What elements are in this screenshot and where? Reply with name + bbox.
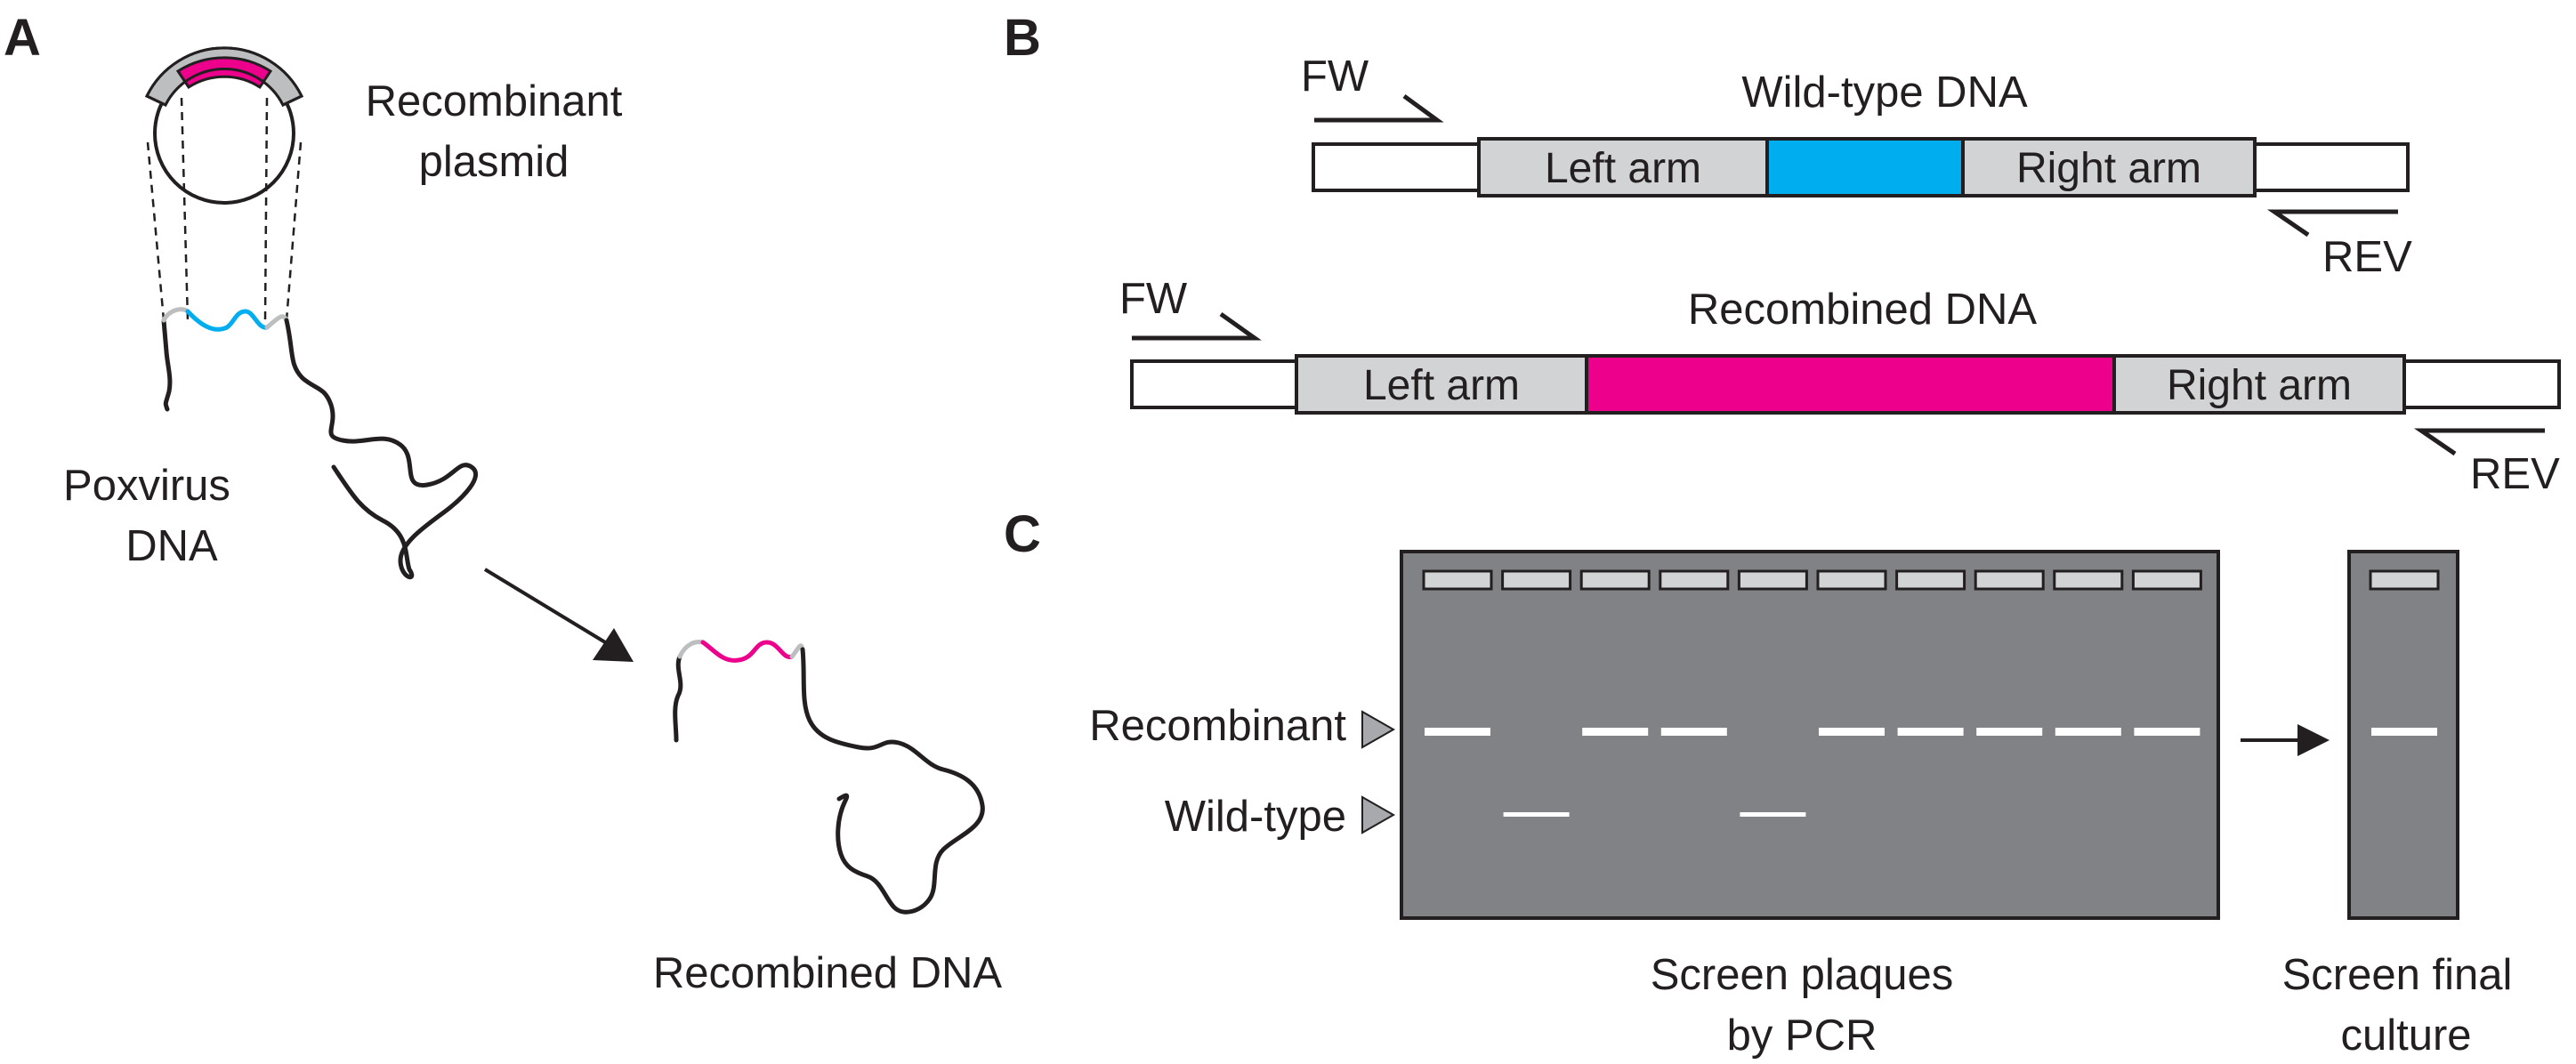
- screen-lane-band-10-recombinant: [2134, 728, 2201, 736]
- wild-type-rev-primer: [2266, 209, 2398, 238]
- recombined-right-arm-label: Right arm: [2167, 362, 2352, 409]
- recombined-construct: Recombined DNA FW Left arm Right arm REV: [1119, 275, 2561, 498]
- wild-type-rev-label: REV: [2322, 233, 2412, 281]
- screen-lane-well-7: [1895, 569, 1966, 591]
- panel-label-b: B: [1004, 9, 1041, 67]
- screen-lane-well-8: [1974, 569, 2045, 591]
- recombined-flank-right: [2402, 359, 2561, 409]
- wild-type-band-marker: Wild-type: [1165, 793, 1396, 841]
- wild-type-fw-primer: [1314, 93, 1444, 123]
- final-lane-band-1-recombinant: [2371, 728, 2437, 736]
- poxvirus-dna: [161, 307, 479, 580]
- final-lane-well-1: [2369, 569, 2440, 591]
- wild-type-right-arm-label: Right arm: [2016, 145, 2201, 192]
- screen-lane-well-1: [1422, 569, 1493, 591]
- panel-label-a: A: [4, 9, 41, 67]
- screen-lane-well-5: [1737, 569, 1808, 591]
- recombined-fw-primer: [1132, 311, 1262, 341]
- wild-type-flank-left: [1312, 142, 1482, 192]
- recombinant-plasmid: [144, 46, 304, 205]
- plasmid-label-2: plasmid: [419, 138, 569, 186]
- plasmid-insert: [175, 56, 273, 90]
- recombinant-marker-triangle: [1361, 710, 1396, 749]
- wild-type-construct: Wild-type DNA FW Left arm Right arm REV: [1301, 52, 2412, 281]
- recombined-dna-strand: [673, 640, 985, 915]
- wild-type-fw-label: FW: [1301, 52, 1369, 101]
- recombined-left-arm-label: Left arm: [1363, 362, 1520, 409]
- screen-lane-well-9: [2053, 569, 2124, 591]
- gel-to-final-arrow: [2241, 724, 2330, 756]
- wild-type-right-arm: [1961, 137, 2257, 197]
- screen-lane-band-9-recombinant: [2055, 728, 2121, 736]
- screen-lane-well-6: [1816, 569, 1887, 591]
- screen-lane-band-5-wild-type: [1740, 812, 1806, 817]
- wild-type-marker-triangle: [1361, 795, 1396, 834]
- wild-type-flank-right: [2253, 142, 2410, 192]
- recombined-title: Recombined DNA: [1688, 286, 2037, 334]
- screen-lane-band-1-recombinant: [1425, 728, 1490, 736]
- wild-type-band-label: Wild-type: [1165, 793, 1346, 841]
- final-label-2: culture: [2340, 1012, 2471, 1060]
- recombined-fw-label: FW: [1119, 275, 1188, 323]
- recombinant-band-marker: Recombinant: [1089, 702, 1396, 750]
- recombination-arrow: [483, 568, 634, 662]
- screen-lane-band-7-recombinant: [1897, 728, 1964, 736]
- screen-lane-well-4: [1659, 569, 1730, 591]
- recombined-flank-left: [1130, 359, 1298, 409]
- screen-lane-well-2: [1501, 569, 1572, 591]
- wild-type-title: Wild-type DNA: [1741, 69, 2028, 117]
- screen-lane-band-4-recombinant: [1660, 728, 1727, 736]
- screen-lane-well-10: [2131, 569, 2202, 591]
- screen-lane-band-2-wild-type: [1503, 812, 1570, 817]
- plasmid-insert-outline: [144, 46, 304, 107]
- poxvirus-label-2: DNA: [125, 522, 218, 570]
- recombined-rev-label: REV: [2470, 450, 2560, 498]
- screen-label-2: by PCR: [1727, 1012, 1877, 1060]
- recombined-insert: [1585, 354, 2116, 415]
- wild-type-left-arm: [1477, 137, 1769, 197]
- final-culture-gel-lanes: [2369, 569, 2440, 736]
- screen-lane-well-3: [1579, 569, 1651, 591]
- recombined-left-arm: [1295, 354, 1588, 415]
- screen-lane-band-3-recombinant: [1582, 728, 1649, 736]
- screen-lane-band-6-recombinant: [1819, 728, 1885, 736]
- final-label-1: Screen final: [2282, 951, 2513, 999]
- screen-lane-band-8-recombinant: [1976, 728, 2043, 736]
- plasmid-label-1: Recombinant: [366, 77, 623, 125]
- screening-gel-lanes: [1422, 569, 2202, 817]
- panel-label-c: C: [1004, 505, 1041, 563]
- crossover-lines: [146, 97, 303, 321]
- recombinant-band-label: Recombinant: [1089, 702, 1346, 750]
- recombined-rev-primer: [2413, 428, 2545, 456]
- wild-type-left-arm-label: Left arm: [1545, 145, 1701, 192]
- wild-type-gene: [1765, 137, 1965, 197]
- poxvirus-label-1: Poxvirus: [63, 462, 230, 510]
- screen-label-1: Screen plaques: [1651, 951, 1954, 999]
- recombined-label: Recombined DNA: [653, 949, 1002, 997]
